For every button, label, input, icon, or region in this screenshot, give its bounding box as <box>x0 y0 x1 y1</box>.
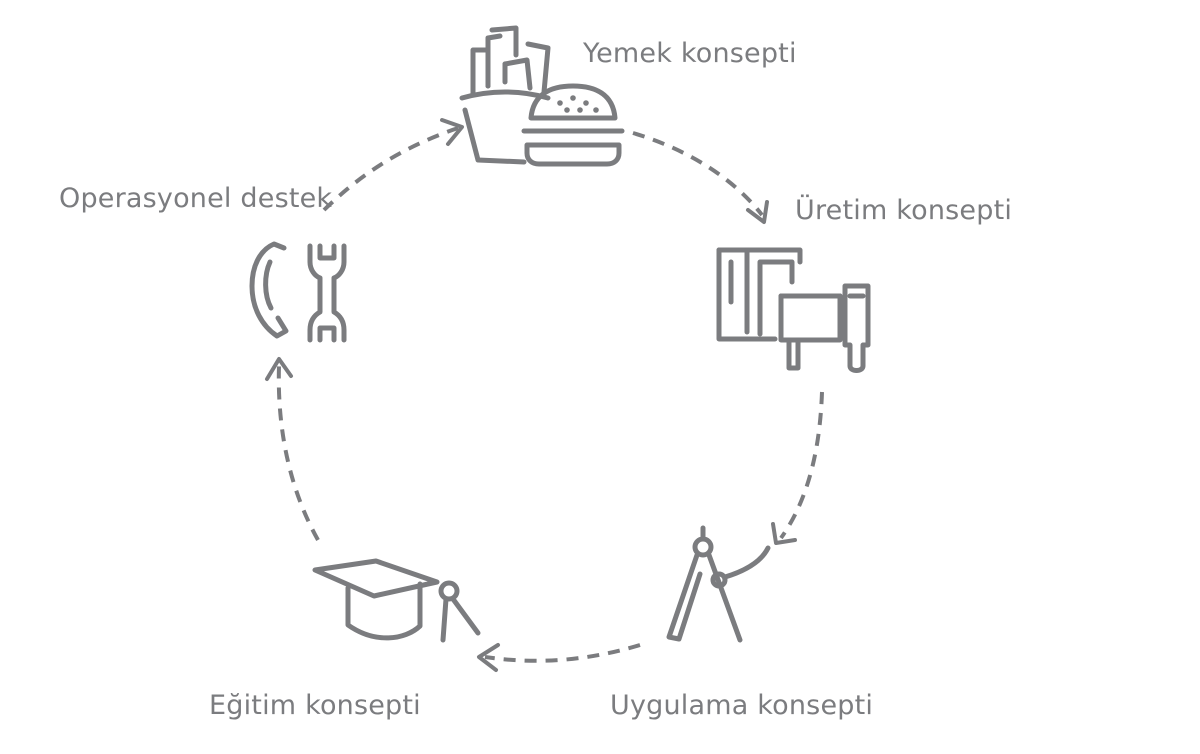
phone-wrench-icon <box>249 241 347 343</box>
food-icon <box>459 25 625 167</box>
step-label-production: Üretim konsepti <box>795 195 1013 226</box>
step-label-application: Uygulama konsepti <box>610 690 874 721</box>
arrow-application-to-training <box>477 643 641 672</box>
arrow-support-to-food <box>322 118 464 212</box>
compass-icon <box>666 525 771 643</box>
arrow-training-to-support <box>265 357 320 541</box>
step-label-support: Operasyonel destek <box>59 183 333 214</box>
step-label-training: Eğitim konsepti <box>209 690 421 721</box>
step-label-food: Yemek konsepti <box>583 38 797 69</box>
burger-sesame-seeds <box>557 95 599 113</box>
graduation-cap-icon <box>312 558 481 643</box>
arrow-production-to-application <box>771 391 824 545</box>
kitchen-equipment-icon <box>716 247 871 373</box>
arrow-food-to-production <box>632 131 769 224</box>
